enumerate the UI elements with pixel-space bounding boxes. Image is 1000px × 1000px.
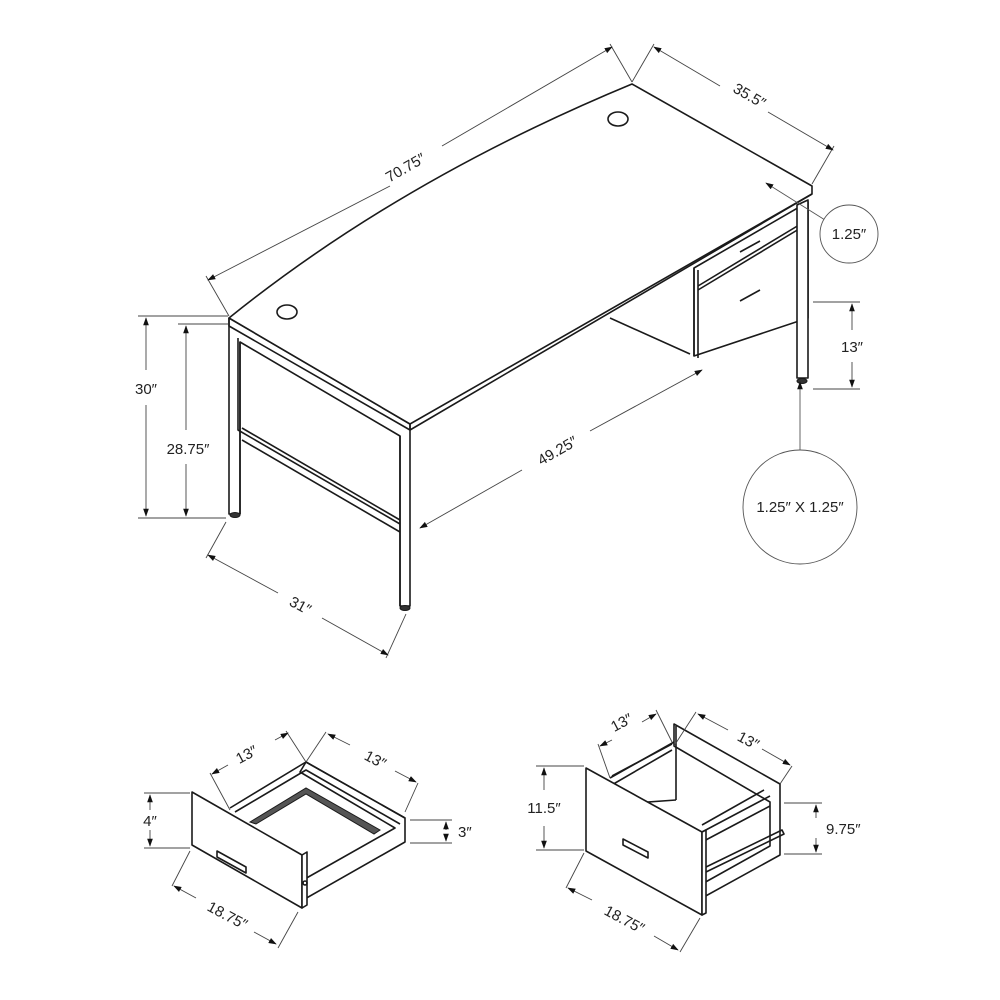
label-depth: 35.5″ [730,80,769,112]
desk-left-side-frame [228,317,411,611]
label-small-drawer-front-width: 18.75″ [204,898,250,933]
label-knee-space: 49.25″ [535,433,581,469]
desk-drawer-pedestal [693,199,809,384]
file-drawer-front-handle [622,838,649,859]
callout-leg-profile: 1.25″ X 1.25″ [742,381,858,565]
callout-top-thickness: 1.25″ [765,182,879,264]
label-side-width: 31″ [286,593,314,619]
label-file-drawer-width: 13″ [734,728,762,754]
label-small-drawer-width: 13″ [361,747,389,773]
dim-height-total: 30″ [135,315,228,519]
dim-leg-clearance: 13″ [813,301,864,390]
label-small-drawer-box-height: 3″ [458,824,472,841]
label-file-drawer-box-height: 9.75″ [826,821,861,838]
label-height-under-top: 28.75″ [167,441,211,458]
desk-modesty-area [609,317,691,355]
dim-height-under-top: 28.75″ [167,323,228,517]
grommet-hole-left [276,304,298,320]
label-leg-profile: 1.25″ X 1.25″ [756,499,844,516]
label-length: 70.75″ [383,150,429,186]
label-height-total: 30″ [135,381,158,398]
label-file-drawer-front-width: 18.75″ [601,902,647,937]
dim-side-width: 31″ [205,521,407,659]
label-top-thickness: 1.25″ [832,226,867,243]
small-drawer-illustration [191,761,406,909]
label-small-drawer-depth: 13″ [233,742,261,768]
desk-top [228,83,813,431]
label-file-drawer-depth: 13″ [608,710,636,736]
small-drawer-handle [216,850,247,874]
label-file-drawer-front-height: 11.5″ [527,800,561,817]
grommet-hole-right [607,111,629,127]
file-drawer-handle [739,289,761,302]
top-drawer-handle [739,240,761,253]
label-leg-clearance: 13″ [841,339,864,356]
file-drawer-illustration [585,723,785,916]
desk-illustration [228,83,813,611]
label-small-drawer-front-height: 4″ [143,813,157,830]
